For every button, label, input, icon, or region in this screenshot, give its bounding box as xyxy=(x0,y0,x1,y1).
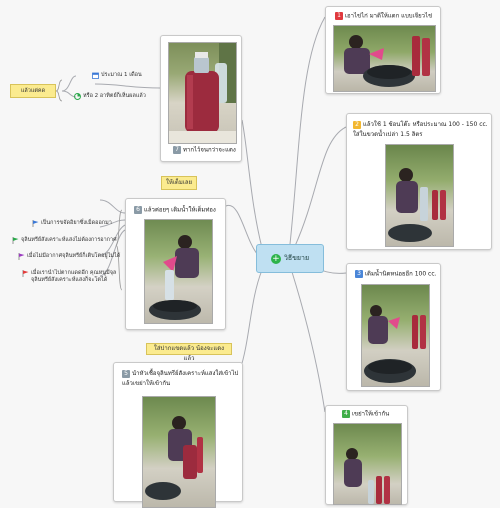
leaf-duration-month[interactable]: ประมาณ 1 เดือน xyxy=(92,72,142,79)
leaf-label: เป็นการขจัดอิยาซึ่งเม็ดออกมา xyxy=(41,220,112,226)
step-photo xyxy=(142,396,216,508)
note-text: ใส่ปากแขดแล้ว น้องจะแดงแล้ว xyxy=(153,345,225,362)
step-number-badge: 1 xyxy=(335,12,343,20)
step-number-badge: 6 xyxy=(134,206,142,214)
step-caption-text: แล้วค่อยๆ เติมน้ำให้เต็มท่อง xyxy=(144,206,216,214)
step-caption-text: นำหัวเชื้อจุลินทรีย์สังเคราะห์แสงใส่เข้า… xyxy=(122,370,239,387)
step-caption-text: เขย่าให้เข้ากัน xyxy=(352,410,390,418)
step-number-badge: 2 xyxy=(353,120,361,129)
leaf-label: เมื่อเรานำไปตากแดดอีก คุณหนูมีจุล จุลินท… xyxy=(31,270,117,283)
leaf-reason-1[interactable]: เป็นการขจัดอิยาซึ่งเม็ดออกมา xyxy=(32,220,122,227)
step-photo xyxy=(333,423,402,505)
central-topic-label: วิธีขยาย xyxy=(283,254,310,262)
plus-icon: + xyxy=(270,253,281,264)
flag-green-icon xyxy=(12,237,19,244)
step-number-badge: 5 xyxy=(122,369,130,378)
step-caption-text: เติมน้ำนิดหน่อยอีก 100 cc. xyxy=(365,270,437,278)
topic-left-top-label: แล้วแต่คด xyxy=(20,88,46,94)
step-number-badge: 7 xyxy=(173,146,181,154)
leaf-reason-2[interactable]: จุลินทรีย์สังเคราะห์แสงไม่ต้องการอากาศ xyxy=(12,237,120,244)
step-caption-text: แล้วใช้ 1 ช้อนโต๊ะ หรือประมาณ 100 - 150 … xyxy=(353,121,488,138)
leaf-label: ประมาณ 1 เดือน xyxy=(101,72,142,78)
note-card-6[interactable]: ให้เต็มเลย xyxy=(161,176,197,190)
step-caption-text: ทากไว้จนกว่าจะแดง xyxy=(183,146,236,154)
note-text: ให้เต็มเลย xyxy=(165,179,193,186)
step-caption-text: เอาไข่ไก่ มาตีให้แตก แบบเจียวไข่ xyxy=(345,12,433,20)
leaf-label: หรือ 2 อาทิตย์ก็เห็นผลแล้ว xyxy=(83,93,146,99)
progress-circle-icon xyxy=(74,93,81,100)
note-card-5[interactable]: ใส่ปากแขดแล้ว น้องจะแดงแล้ว xyxy=(146,343,232,362)
bottle-illustration xyxy=(169,43,236,143)
step-photo xyxy=(361,284,430,387)
flag-purple-icon xyxy=(18,253,25,260)
step-photo xyxy=(333,25,436,92)
leaf-reason-4[interactable]: เมื่อเรานำไปตากแดดอีก คุณหนูมีจุล จุลินท… xyxy=(22,270,122,284)
flag-red-icon xyxy=(22,270,29,277)
flag-blue-icon xyxy=(32,220,39,227)
topic-left-top[interactable]: แล้วแต่คด xyxy=(10,84,56,98)
calendar-icon xyxy=(92,72,99,79)
leaf-label: จุลินทรีย์สังเคราะห์แสงไม่ต้องการอากาศ xyxy=(21,237,117,243)
leaf-label: เมื่อไม่มีอากาศจุลินทรีย์ก็เติบโตอยู่ไม่… xyxy=(27,253,121,259)
step-photo xyxy=(385,144,454,247)
central-topic[interactable]: + วิธีขยาย xyxy=(256,244,324,273)
leaf-reason-3[interactable]: เมื่อไม่มีอากาศจุลินทรีย์ก็เติบโตอยู่ไม่… xyxy=(18,253,122,260)
step-photo xyxy=(168,42,237,144)
step-number-badge: 3 xyxy=(355,270,363,278)
leaf-duration-weeks[interactable]: หรือ 2 อาทิตย์ก็เห็นผลแล้ว xyxy=(74,93,146,100)
step-photo xyxy=(144,219,213,324)
step-number-badge: 4 xyxy=(342,410,350,418)
